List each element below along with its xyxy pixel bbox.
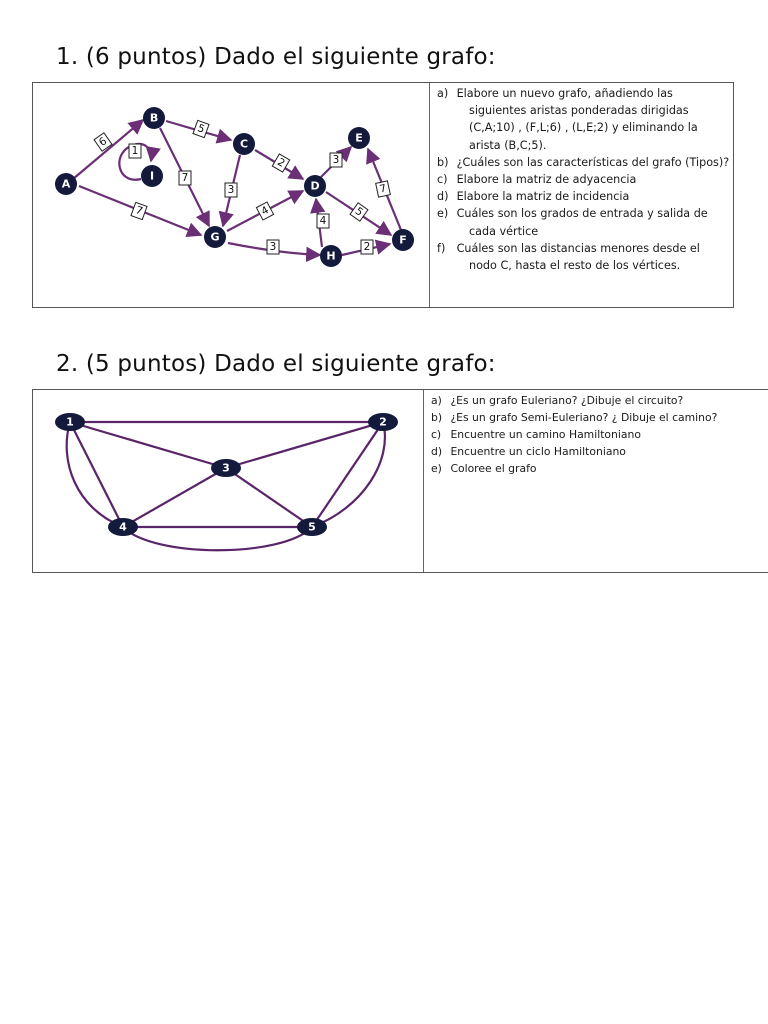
question-item: b) ¿Cuáles son las características del g… [437, 155, 730, 169]
weight-labels: 6 5 1 7 3 2 3 7 4 5 4 7 3 2 [93, 119, 391, 255]
edge-3-5 [225, 467, 313, 528]
node-5: 5 [297, 518, 327, 536]
question-item: e) Coloree el grafo [431, 462, 537, 475]
edge-a-b [72, 119, 145, 180]
svg-text:3: 3 [222, 462, 230, 475]
edge-1-4-straight [69, 421, 124, 528]
question-item: a) ¿Es un grafo Euleriano? ¿Dibuje el ci… [431, 394, 684, 407]
svg-text:I: I [150, 170, 154, 183]
svg-text:5: 5 [308, 521, 316, 534]
weight-h-d: 4 [316, 213, 330, 229]
svg-text:5: 5 [196, 122, 206, 136]
graph-edges [65, 420, 386, 552]
weight-h-f: 2 [360, 239, 374, 255]
directed-graph-figure: 6 5 1 7 3 2 3 7 4 5 4 7 3 2 A B C E I D … [55, 107, 414, 267]
exercise-1-panel: 6 5 1 7 3 2 3 7 4 5 4 7 3 2 A B C E I D … [32, 82, 734, 308]
node-e: E [348, 127, 370, 149]
weight-i-loop: 1 [128, 143, 142, 159]
exercise-1-heading: 1. (6 puntos) Dado el siguiente grafo: [56, 44, 496, 70]
edge-1-3 [69, 420, 227, 470]
node-c: C [233, 133, 255, 155]
weight-f-e: 7 [375, 180, 391, 198]
svg-text:1: 1 [66, 416, 74, 429]
node-1: 1 [55, 413, 85, 431]
svg-text:F: F [399, 234, 407, 247]
graph-nodes: A B C E I D G H F [55, 107, 414, 267]
weight-d-e: 3 [329, 152, 343, 168]
question-item: b) ¿Es un grafo Semi-Euleriano? ¿ Dibuje… [431, 411, 718, 424]
weight-a-b: 6 [93, 132, 113, 152]
svg-text:B: B [150, 112, 158, 125]
edge-g-h [227, 241, 322, 263]
svg-text:2: 2 [379, 416, 387, 429]
weight-c-d: 2 [271, 153, 291, 173]
question-item: d) Elabore la matriz de incidencia [437, 190, 630, 204]
svg-text:E: E [355, 132, 363, 145]
svg-text:4: 4 [119, 521, 127, 534]
svg-text:3: 3 [270, 241, 277, 253]
svg-text:4: 4 [320, 215, 327, 227]
node-2: 2 [368, 413, 398, 431]
edge-2-5-straight [311, 421, 384, 528]
panel-divider [423, 390, 424, 572]
question-item: c) Elabore la matriz de adyacencia [437, 173, 637, 187]
edge-3-4 [122, 467, 227, 528]
svg-text:7: 7 [378, 182, 387, 195]
weight-a-g: 7 [130, 201, 148, 221]
svg-text:3: 3 [228, 184, 235, 196]
svg-text:D: D [310, 180, 319, 193]
weight-b-g: 7 [178, 170, 192, 186]
node-b: B [143, 107, 165, 129]
svg-text:A: A [62, 178, 71, 191]
node-h: H [320, 245, 342, 267]
weight-g-h: 3 [266, 239, 280, 255]
exercise-2-questions: a) ¿Es un grafo Euleriano? ¿Dibuje el ci… [431, 392, 767, 477]
node-4: 4 [108, 518, 138, 536]
weight-d-f: 5 [349, 202, 369, 222]
node-g: G [204, 226, 226, 248]
svg-text:1: 1 [132, 145, 139, 157]
svg-text:G: G [210, 231, 219, 244]
node-i: I [141, 165, 163, 187]
graph-nodes: 1 2 3 4 5 [55, 413, 398, 536]
edge-2-5-curve [311, 421, 386, 529]
svg-text:3: 3 [333, 154, 340, 166]
weight-b-c: 5 [192, 119, 210, 139]
question-item: e) Cuáles son los grados de entrada y sa… [437, 207, 708, 238]
node-a: A [55, 173, 77, 195]
svg-text:2: 2 [364, 241, 371, 253]
question-item: c) Encuentre un camino Hamiltoniano [431, 428, 641, 441]
exercise-2-heading: 2. (5 puntos) Dado el siguiente grafo: [56, 351, 496, 377]
svg-text:7: 7 [182, 172, 189, 184]
svg-text:C: C [240, 138, 248, 151]
svg-text:4: 4 [259, 204, 271, 218]
node-d: D [304, 175, 326, 197]
exercise-2-panel: 1 2 3 4 5 a) ¿Es un grafo Euleriano? ¿Di… [32, 389, 768, 573]
svg-text:H: H [326, 250, 335, 263]
panel-divider [429, 83, 430, 307]
question-item: a) Elabore un nuevo grafo, añadiendo las… [437, 87, 698, 152]
svg-text:2: 2 [275, 156, 287, 170]
weight-g-d: 4 [255, 201, 275, 221]
weight-c-g: 3 [224, 182, 238, 198]
undirected-graph-figure: 1 2 3 4 5 [55, 413, 398, 552]
edge-2-3 [225, 420, 384, 470]
question-item: f) Cuáles son las distancias menores des… [437, 241, 700, 273]
node-3: 3 [211, 459, 241, 477]
edge-1-4-curve [65, 421, 124, 529]
edge-4-5-curve [122, 526, 313, 552]
node-f: F [392, 229, 414, 251]
svg-text:7: 7 [134, 204, 144, 218]
question-item: d) Encuentre un ciclo Hamiltoniano [431, 445, 626, 458]
exercise-1-questions: a) Elabore un nuevo grafo, añadiendo las… [437, 85, 731, 274]
